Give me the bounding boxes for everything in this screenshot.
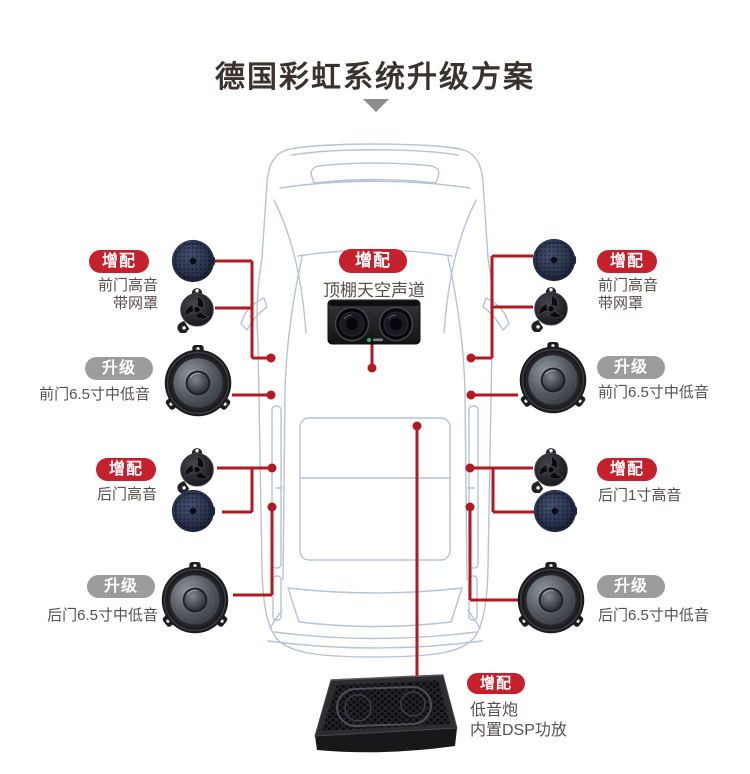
dome-tweeter-image (174, 283, 220, 333)
badge-rear-left-tweeter: 增配 (96, 458, 157, 481)
badge-front-left-tweeter: 增配 (89, 250, 150, 273)
badge-front-left-midbass: 升级 (85, 357, 154, 380)
mesh-tweeter-image (170, 238, 216, 284)
label-rear-left-tweeter: 后门高音 (96, 486, 157, 503)
car-top-view (240, 143, 510, 658)
badge-front-right-midbass: 升级 (597, 356, 666, 379)
midbass-speaker-image (515, 342, 591, 418)
label-front-right-midbass: 前门6.5寸中低音 (598, 384, 709, 401)
midbass-speaker-image (160, 345, 236, 421)
dome-tweeter-image (528, 443, 574, 493)
brand-logo-icon (367, 338, 383, 342)
mesh-tweeter-image (531, 237, 577, 283)
label-rear-left-midbass: 后门6.5寸中低音 (47, 607, 158, 624)
badge-front-right-tweeter: 增配 (597, 250, 658, 273)
label-roof-channel: 顶棚天空声道 (323, 281, 425, 300)
label-rear-right-midbass: 后门6.5寸中低音 (598, 607, 709, 624)
label-front-right-tweeter: 前门高音 带网罩 (598, 277, 659, 312)
badge-rear-left-midbass: 升级 (87, 575, 156, 598)
badge-subwoofer: 增配 (467, 673, 526, 694)
badge-rear-right-tweeter: 增配 (597, 458, 658, 481)
label-front-left-midbass: 前门6.5寸中低音 (39, 386, 150, 403)
dome-tweeter-image (174, 443, 220, 493)
midbass-speaker-image (157, 562, 233, 638)
midbass-speaker-image (513, 562, 589, 638)
label-front-left-tweeter: 前门高音 带网罩 (97, 277, 158, 312)
mesh-tweeter-image (170, 488, 216, 534)
subwoofer-image (314, 674, 458, 753)
badge-rear-right-midbass: 升级 (597, 575, 666, 598)
dome-tweeter-image (528, 282, 574, 332)
down-arrow-icon (363, 99, 389, 112)
badge-roof-channel: 增配 (339, 249, 407, 273)
mesh-tweeter-image (532, 488, 578, 534)
roof-speaker-module-image (327, 299, 421, 345)
label-subwoofer: 低音炮 内置DSP功放 (470, 702, 567, 739)
label-rear-right-tweeter: 后门1寸高音 (598, 487, 682, 504)
page-title: 德国彩虹系统升级方案 (215, 61, 535, 94)
